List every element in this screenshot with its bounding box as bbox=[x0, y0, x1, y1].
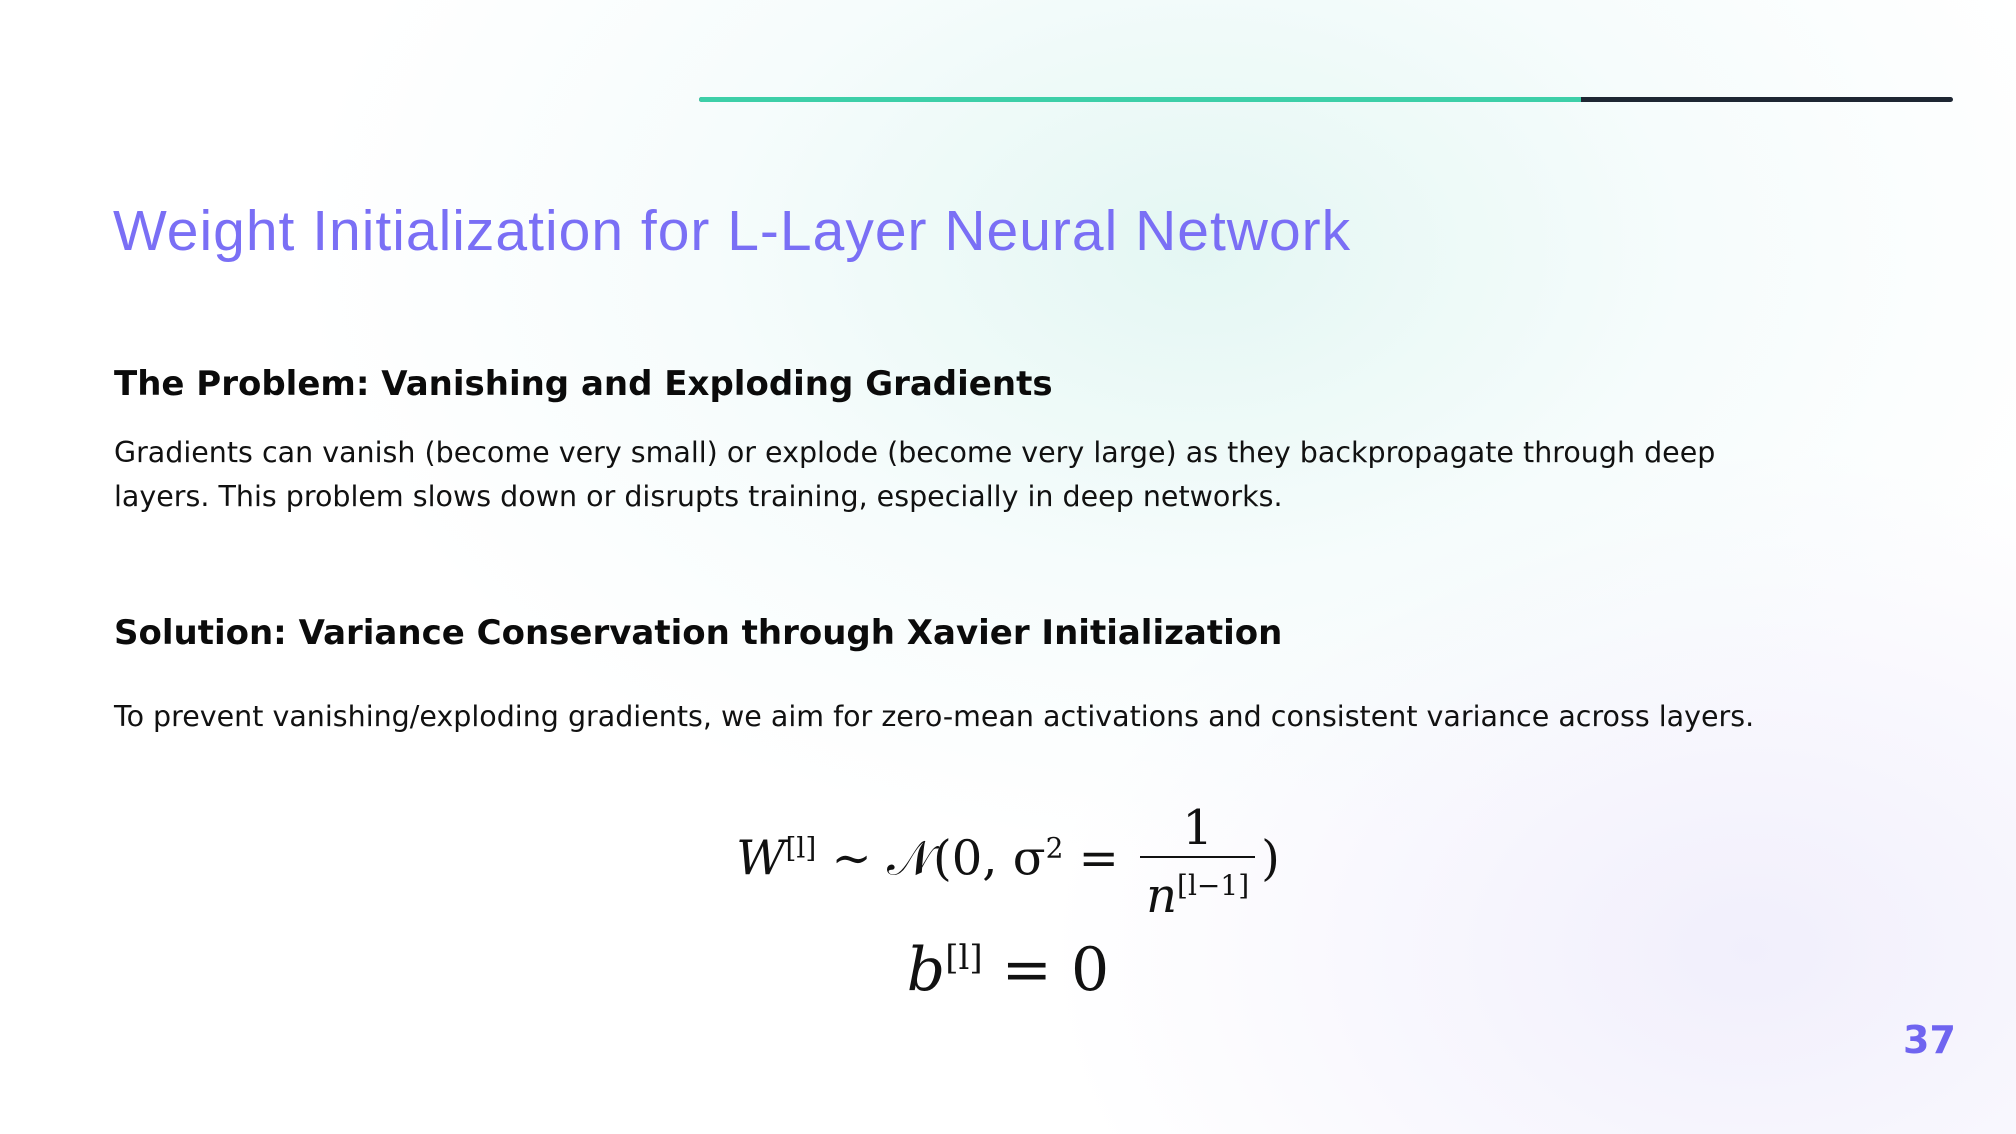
eq-normal: ∼ 𝒩(0, σ bbox=[816, 830, 1046, 887]
eq-b-rhs: = 0 bbox=[982, 935, 1110, 1005]
slide-progress-bar bbox=[699, 97, 1953, 102]
eq-equals: = bbox=[1063, 830, 1135, 887]
slide-progress-fill bbox=[699, 97, 1581, 102]
eq-sigma-sup: 2 bbox=[1045, 831, 1064, 865]
eq-b: b bbox=[906, 935, 946, 1005]
solution-body: To prevent vanishing/exploding gradients… bbox=[114, 700, 1755, 733]
page-number: 37 bbox=[1903, 1018, 1956, 1062]
eq-numerator: 1 bbox=[1140, 800, 1256, 858]
solution-heading: Solution: Variance Conservation through … bbox=[114, 613, 1283, 653]
eq-b-sup: [l] bbox=[945, 938, 983, 978]
problem-heading: The Problem: Vanishing and Exploding Gra… bbox=[114, 364, 1053, 404]
problem-body: Gradients can vanish (become very small)… bbox=[114, 436, 1716, 513]
eq-denominator: n[l−1] bbox=[1140, 858, 1255, 924]
eq-n: n bbox=[1146, 868, 1178, 924]
eq-close: ) bbox=[1261, 830, 1280, 887]
bias-init-equation: b[l] = 0 bbox=[0, 935, 2016, 1005]
eq-n-sup: [l−1] bbox=[1177, 869, 1250, 902]
slide-title: Weight Initialization for L-Layer Neural… bbox=[113, 199, 1352, 263]
eq-w: W bbox=[736, 830, 786, 887]
eq-w-sup: [l] bbox=[785, 831, 817, 865]
